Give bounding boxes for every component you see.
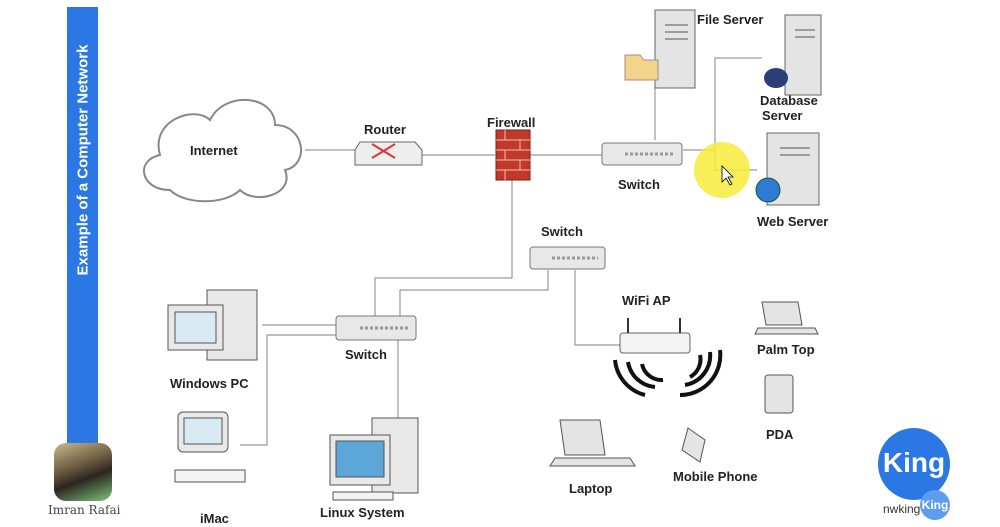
database-icon: [764, 68, 788, 88]
label-firewall: Firewall: [487, 115, 536, 130]
link-midswitch-wifi: [574, 270, 622, 346]
site-name: nwking: [883, 502, 921, 516]
server-icon: [654, 9, 822, 206]
label-imac: iMac: [200, 511, 229, 526]
label-switch-mid: Switch: [541, 224, 583, 239]
label-internet: Internet: [190, 143, 238, 158]
author-name: Imran Rafai: [48, 503, 121, 517]
link-firewall-lanswitch: [374, 180, 513, 316]
label-file-server: File Server: [697, 12, 764, 27]
switch-icon: [335, 142, 683, 341]
router-icon: [354, 141, 423, 166]
folder-icon: [624, 54, 659, 81]
label-linux-system: Linux System: [320, 505, 405, 520]
label-windows-pc: Windows PC: [170, 376, 249, 391]
firewall-icon: [495, 129, 531, 181]
label-router: Router: [364, 122, 406, 137]
author-avatar: [54, 443, 112, 501]
mobile-device-icon: [549, 301, 819, 467]
link-midswitch-lanswitch: [399, 270, 549, 316]
label-palm-top: Palm Top: [757, 342, 815, 357]
label-database-server-2: Server: [762, 108, 803, 123]
label-pda: PDA: [766, 427, 794, 442]
label-mobile-phone: Mobile Phone: [673, 469, 758, 484]
link-switch-dbserver: [683, 57, 762, 151]
label-laptop: Laptop: [569, 481, 613, 496]
label-database-server-1: Database: [760, 93, 818, 108]
label-web-server: Web Server: [757, 214, 829, 229]
cursor-icon: [721, 165, 734, 186]
computer-icon: [167, 289, 419, 501]
king-logo-small: King: [920, 490, 950, 520]
title-banner: [67, 7, 98, 445]
king-logo: King: [878, 428, 950, 500]
label-switch-main: Switch: [618, 177, 660, 192]
wifi-ap-icon: [613, 318, 723, 398]
link-lanswitch-imac: [240, 334, 336, 446]
globe-icon: [755, 177, 781, 203]
label-wifi-ap: WiFi AP: [622, 293, 671, 308]
cloud-icon: [143, 98, 302, 203]
label-switch-lan: Switch: [345, 347, 387, 362]
